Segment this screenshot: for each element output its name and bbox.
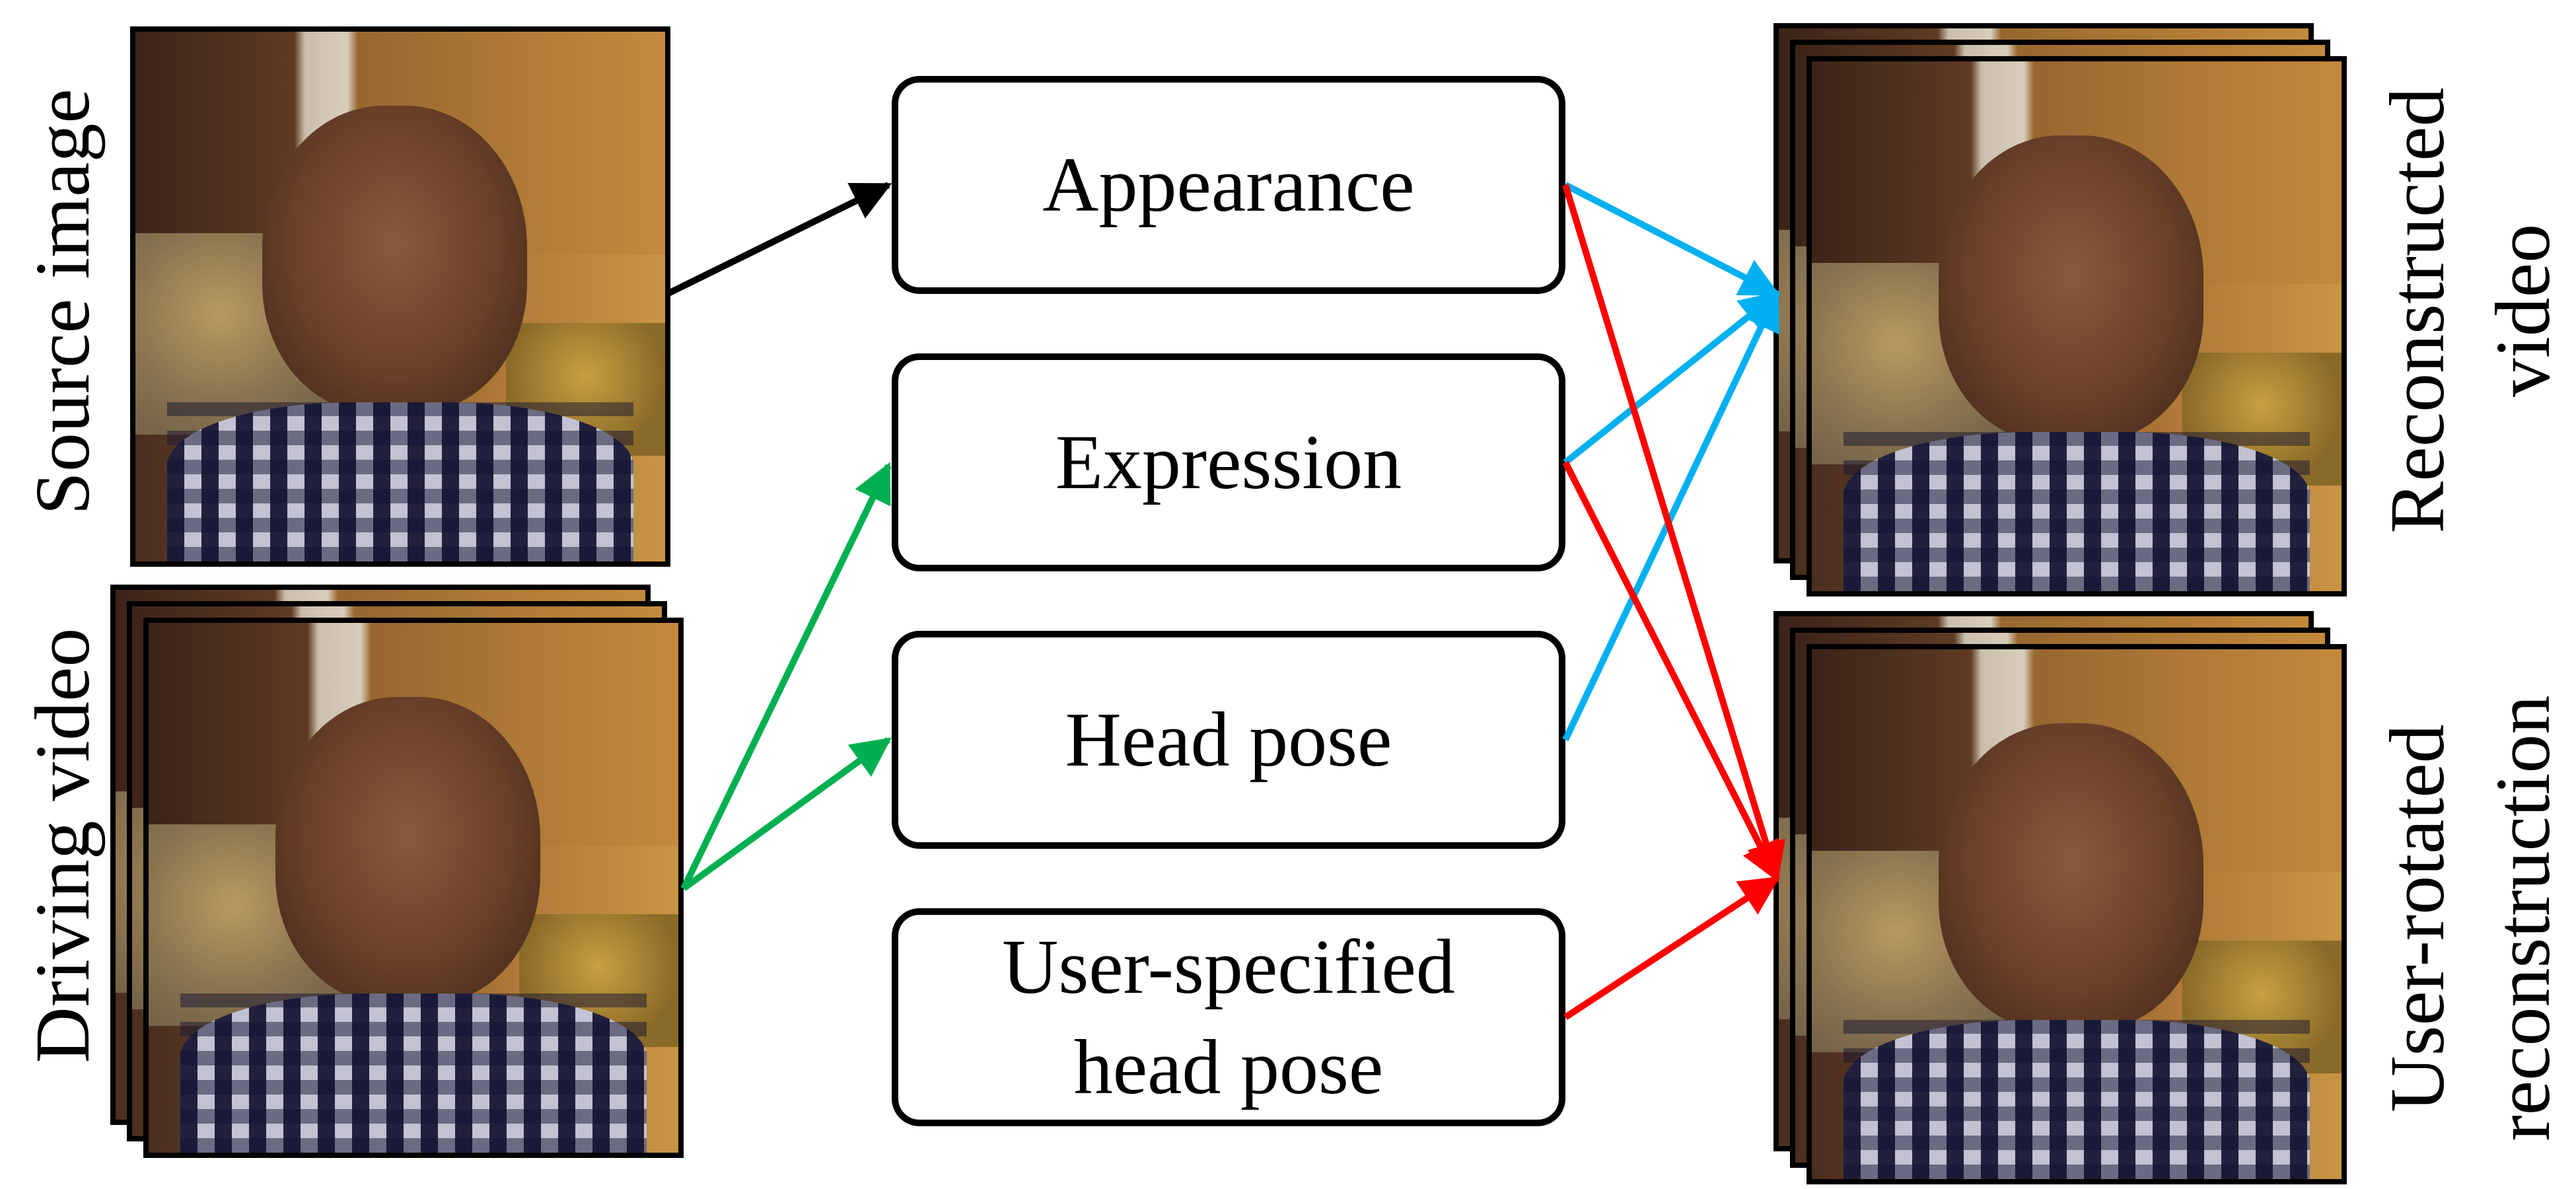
arrow-user-specified-to-user-rotated — [1563, 875, 1781, 1021]
arrow-driving-to-expression — [680, 462, 892, 890]
head-pose-box-label: Head pose — [1065, 696, 1392, 783]
head-pose-box: Head pose — [892, 631, 1565, 849]
expression-box-label: Expression — [1055, 419, 1402, 505]
arrow-driving-to-head-pose — [682, 737, 892, 892]
arrow-head-pose-to-reconstructed — [1562, 290, 1780, 742]
arrow-appearance-to-user-rotated — [1562, 184, 1785, 883]
arrow-appearance-to-reconstructed — [1563, 182, 1781, 297]
driving-video-photo — [143, 618, 684, 1158]
appearance-box-label: Appearance — [1042, 141, 1415, 228]
user-specified-box-line2: head pose — [1073, 1024, 1384, 1110]
source-image-photo — [130, 26, 670, 567]
user-rotated-reconstruction-photo — [1807, 644, 2347, 1184]
user-specified-head-pose-box: User-specified head pose — [892, 908, 1565, 1126]
reconstructed-video-photo — [1807, 56, 2347, 596]
expression-box: Expression — [892, 353, 1565, 571]
arrow-expression-to-reconstructed — [1563, 291, 1780, 465]
arrow-expression-to-user-rotated — [1562, 460, 1780, 883]
user-specified-box-line1: User-specified — [1002, 923, 1455, 1010]
arrow-source-to-appearance — [665, 182, 892, 297]
appearance-box: Appearance — [892, 76, 1565, 294]
